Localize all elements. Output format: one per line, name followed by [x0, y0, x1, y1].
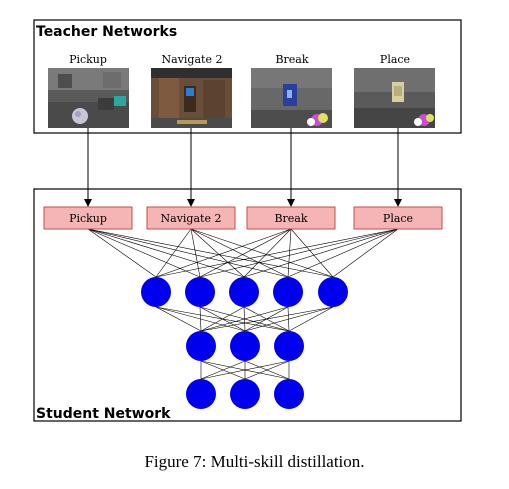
teacher-thumb-pickup: Pickup — [48, 53, 129, 128]
teacher-label-pickup: Pickup — [69, 53, 107, 66]
edge-head0-n0_2 — [87, 228, 245, 278]
edge-head0-n0_0 — [87, 228, 157, 278]
student-network-title: Student Network — [36, 406, 171, 422]
teacher-thumb-navigate: Navigate 2 — [151, 53, 232, 128]
output-head-1: Pickup — [43, 206, 133, 230]
hidden-neurons — [141, 277, 348, 409]
edge-head2-n0_1 — [199, 228, 292, 278]
edge-l1_1-l2_0 — [200, 360, 246, 380]
output-head-label-3: Break — [274, 212, 307, 225]
neuron-l1-2 — [274, 331, 304, 361]
edge-l0_2-l1_0 — [200, 306, 245, 332]
edge-head3-n0_1 — [199, 228, 399, 278]
teacher-thumb-place: Place — [354, 53, 435, 128]
neuron-l2-2 — [274, 379, 304, 409]
teacher-to-student-arrows — [84, 128, 402, 207]
edge-head2-n0_2 — [243, 228, 292, 278]
neuron-l0-0 — [141, 277, 171, 307]
neuron-l0-4 — [318, 277, 348, 307]
output-head-4: Place — [353, 206, 443, 230]
edge-l0_4-l1_1 — [244, 306, 334, 332]
output-head-3: Break — [246, 206, 336, 230]
teacher-networks-title: Teacher Networks — [36, 24, 177, 40]
edge-head2-n0_3 — [287, 228, 292, 278]
edge-head3-n0_4 — [332, 228, 399, 278]
output-head-label-2: Navigate 2 — [161, 212, 222, 225]
teacher-label-break: Break — [275, 53, 308, 66]
edge-head2-n0_0 — [155, 228, 292, 278]
edge-head3-n0_3 — [287, 228, 399, 278]
edge-head1-n0_2 — [190, 228, 245, 278]
edge-l0_4-l1_0 — [200, 306, 334, 332]
neuron-l0-1 — [185, 277, 215, 307]
edge-head0-n0_4 — [87, 228, 334, 278]
teacher-thumb-break: Break — [251, 53, 332, 128]
edge-l0_4-l1_2 — [288, 306, 334, 332]
edge-head0-n0_1 — [87, 228, 201, 278]
pickup-scene-image — [48, 68, 129, 128]
teacher-networks-box — [33, 19, 462, 134]
neuron-l1-0 — [186, 331, 216, 361]
edge-head2-n0_4 — [290, 228, 334, 278]
teacher-label-place: Place — [380, 53, 410, 66]
teacher-label-navigate: Navigate 2 — [162, 53, 223, 66]
place-scene-image — [354, 68, 435, 128]
network-connections — [87, 228, 399, 380]
edge-l0_1-l1_0 — [199, 306, 202, 332]
edge-head1-n0_1 — [190, 228, 201, 278]
navigate-scene-image — [151, 68, 232, 128]
edge-head1-n0_3 — [190, 228, 289, 278]
edge-head3-n0_0 — [155, 228, 399, 278]
edge-l1_2-l2_1 — [244, 360, 290, 380]
edge-l1_2-l2_0 — [200, 360, 290, 380]
neuron-l2-1 — [230, 379, 260, 409]
edge-head1-n0_0 — [155, 228, 192, 278]
edge-head1-n0_4 — [190, 228, 334, 278]
neuron-l0-3 — [273, 277, 303, 307]
neuron-l2-0 — [186, 379, 216, 409]
edge-l0_3-l1_0 — [200, 306, 289, 332]
figure-caption: Figure 7: Multi-skill distillation. — [144, 452, 365, 471]
student-network-box — [33, 188, 462, 422]
edge-l0_0-l1_0 — [155, 306, 202, 332]
output-head-label-1: Pickup — [69, 212, 107, 225]
output-head-label-4: Place — [383, 212, 413, 225]
output-heads: Pickup Navigate 2 Break Place — [43, 206, 443, 230]
neuron-l1-1 — [230, 331, 260, 361]
output-head-2: Navigate 2 — [146, 206, 236, 230]
edge-head3-n0_2 — [243, 228, 399, 278]
break-scene-image — [251, 68, 332, 128]
edge-head0-n0_3 — [87, 228, 289, 278]
neuron-l0-2 — [229, 277, 259, 307]
